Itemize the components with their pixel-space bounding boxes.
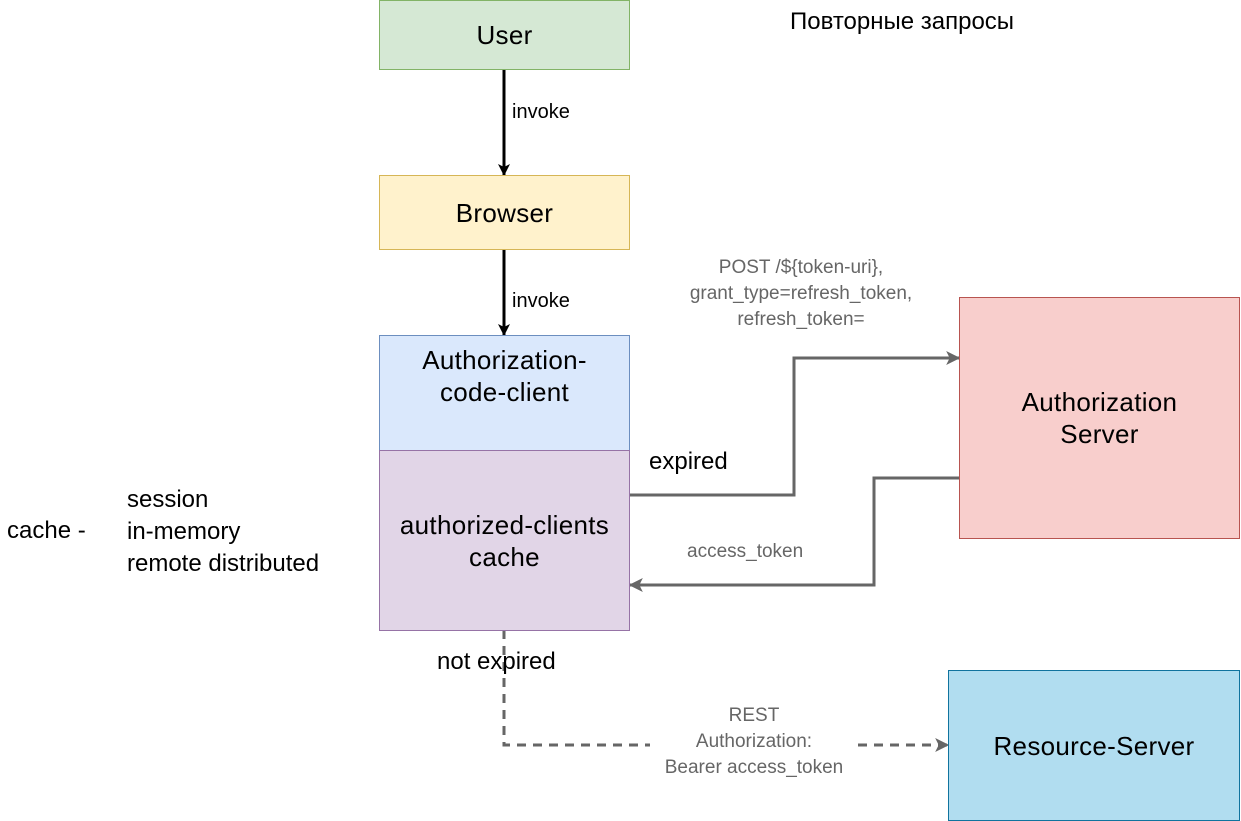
edge-label-resource-request: REST Authorization: Bearer access_token — [664, 705, 844, 778]
edge-label-expired: expired — [649, 448, 728, 475]
cache-note-options: session in-memory remote distributed — [127, 486, 320, 577]
edge-label-refresh-request: POST /${token-uri}, grant_type=refresh_t… — [689, 257, 913, 330]
edge-label-access-token: access_token — [687, 541, 804, 562]
edge-refresh-request — [630, 351, 961, 497]
edge-resource-request — [502, 630, 650, 747]
browser-node-label: Browser — [455, 197, 554, 228]
edge-label-user-invoke: invoke — [512, 101, 570, 123]
authorization-code-client-node: Authorization- code-client — [379, 335, 630, 451]
resource-server-label: Resource-Server — [993, 730, 1195, 761]
edge-label-browser-invoke: invoke — [512, 290, 570, 312]
user-node: User — [379, 0, 630, 70]
authorization-server-node: Authorization Server — [959, 297, 1240, 539]
browser-node: Browser — [379, 175, 630, 250]
page-title: Повторные запросы — [790, 8, 1015, 35]
authorized-clients-cache-node: authorized-clients cache — [379, 450, 630, 631]
resource-server-node: Resource-Server — [948, 670, 1240, 821]
cache-note-prefix: cache - — [7, 517, 86, 544]
edge-label-not-expired: not expired — [437, 648, 556, 675]
authorization-code-client-label: Authorization- code-client — [422, 345, 587, 407]
edge-token-response — [628, 476, 959, 592]
authorized-clients-cache-label: authorized-clients cache — [399, 509, 610, 572]
user-node-label: User — [476, 20, 533, 50]
authorization-server-label: Authorization Server — [1021, 387, 1178, 449]
